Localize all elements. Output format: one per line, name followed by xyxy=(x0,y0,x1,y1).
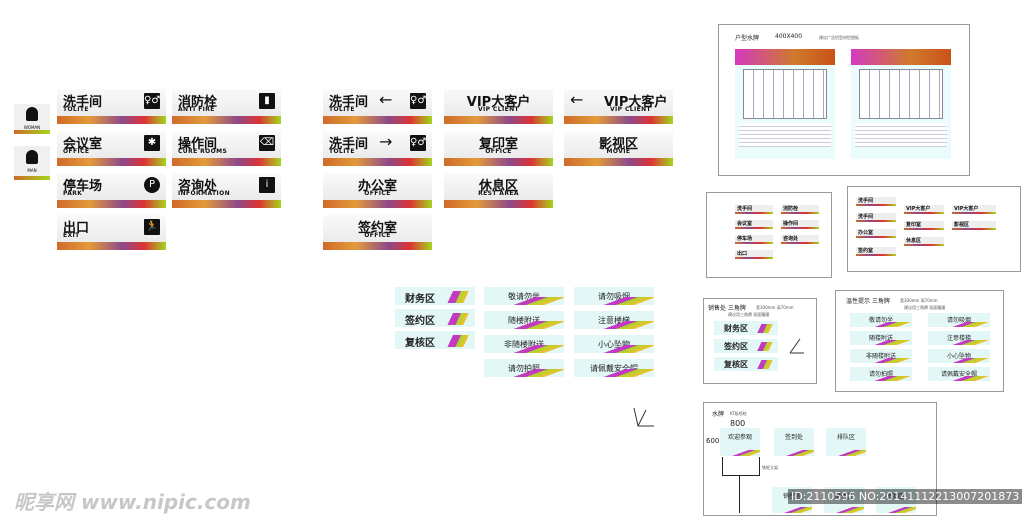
area-sign-signing: 签约区 xyxy=(395,309,475,327)
watermark-id: ID:2110596 NO:20141112213007201873 xyxy=(788,489,1023,504)
tip-sign: 非随楼附送 xyxy=(484,335,564,353)
trash-icon: ⌫ xyxy=(259,135,275,151)
restroom-icon: ♀♂ xyxy=(144,93,160,109)
sales-triangle-panel: 销售处 三角牌 宽300mm 高70mm 建议用三角牌 双面腹膜 财务区 签约区… xyxy=(703,298,817,384)
restroom-icon: ♀♂ xyxy=(410,93,426,109)
tip-sign: 请勿拍照 xyxy=(484,359,564,377)
floor-plan-drawing xyxy=(859,69,943,119)
tip-sign: 请勿吸烟 xyxy=(574,287,654,305)
triangle-stand-sketch xyxy=(789,338,804,354)
board-item: 销控区 xyxy=(772,487,812,513)
man-icon-card: MAN xyxy=(14,146,50,180)
tip-sign: 小心坠物 xyxy=(574,335,654,353)
man-icon xyxy=(26,150,38,164)
floor-plan-panel: 户型水牌 400X400 建议广告铝型材铝塑板 xyxy=(718,24,970,176)
tip-sign: 注意楼梯 xyxy=(574,311,654,329)
tip-sign: 请佩戴安全帽 xyxy=(574,359,654,377)
woman-label: WOMAN xyxy=(23,125,41,130)
water-board-panel: 水牌 KT板喷绘 800 600 欢迎参观 签到处 排队区 铁框立架 销控区 财… xyxy=(703,402,937,516)
area-sign-review: 复核区 xyxy=(395,331,475,349)
watermark-logo: 昵享网 www.nipic.com xyxy=(14,490,251,514)
parking-icon: P xyxy=(144,177,160,193)
restroom-icon: ♀♂ xyxy=(410,135,426,151)
tip-sign: 敬请勿坐 xyxy=(484,287,564,305)
tip-sign: 随楼附送 xyxy=(484,311,564,329)
board-item: 欢迎参观 xyxy=(720,428,760,456)
area-sign-finance: 财务区 xyxy=(395,287,475,305)
meeting-icon: ✱ xyxy=(144,135,160,151)
exit-icon: 🏃 xyxy=(144,219,160,235)
arrow-left-icon: ← xyxy=(570,90,584,109)
info-icon: i xyxy=(259,177,275,193)
arrow-right-icon: → xyxy=(379,132,393,151)
arrow-left-icon: ← xyxy=(379,90,393,109)
floor-plan-drawing xyxy=(743,69,827,119)
woman-icon xyxy=(26,107,38,121)
tips-triangle-panel: 温性提示 三角牌 宽300mm 高70mm 建议用三角牌 双面腹膜 敬请勿坐 请… xyxy=(835,290,1004,392)
fire-extinguisher-icon: ▮ xyxy=(259,93,275,109)
floor-plan-card xyxy=(851,49,951,159)
mini-overview-left: 洗手间 消防栓 会议室 操作间 停车场 咨询处 出口 xyxy=(706,192,832,278)
board-item: 签到处 xyxy=(774,428,814,456)
board-stand xyxy=(722,457,760,476)
man-label: MAN xyxy=(27,168,37,173)
woman-icon-card: WOMAN xyxy=(14,104,50,134)
floor-plan-card xyxy=(735,49,835,159)
board-item: 财务区 xyxy=(824,487,864,513)
board-item: 签约区 xyxy=(876,487,916,513)
board-item: 排队区 xyxy=(826,428,866,456)
mini-overview-right: 洗手间 VIP大客户 VIP大客户 洗手间 办公室 复印室 影视区 休息区 签约… xyxy=(847,186,1021,272)
triangle-stand-sketch xyxy=(633,407,654,427)
